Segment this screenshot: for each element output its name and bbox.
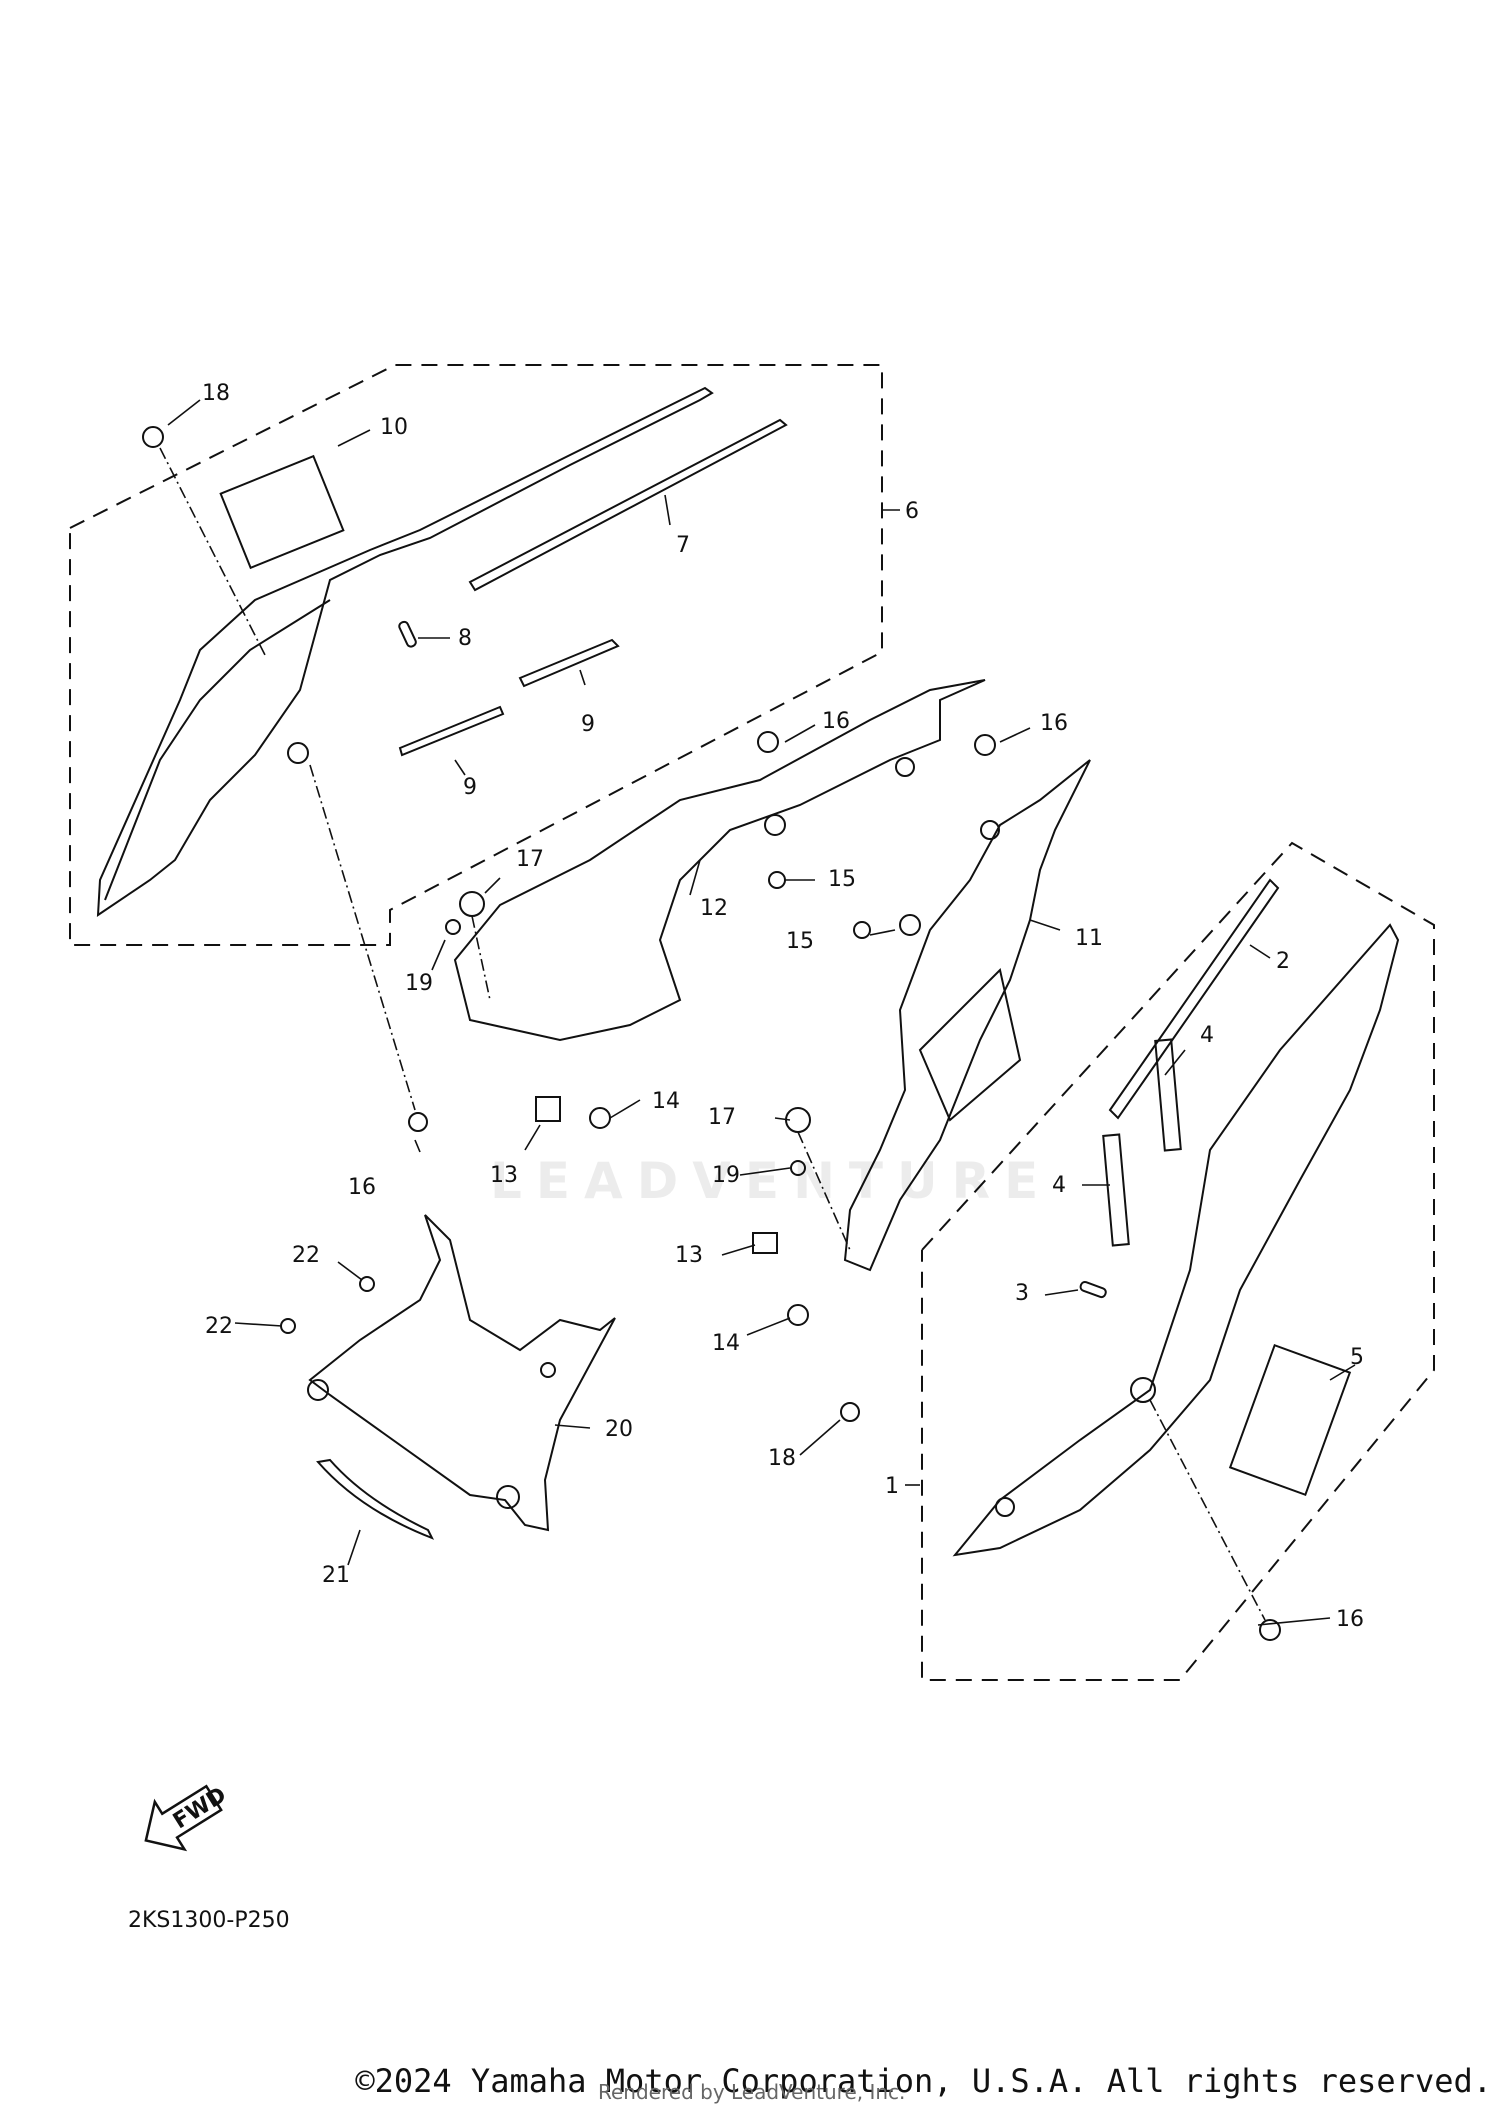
callout-2: 2 (1276, 949, 1290, 974)
panel-11-vent (918, 968, 1022, 1122)
upper-side-cover-inner (104, 599, 331, 901)
callout-15: 15 (828, 867, 856, 892)
callout-14: 14 (652, 1089, 680, 1114)
under-panel-20 (308, 1214, 616, 1532)
copyright-notice: ©2024 Yamaha Motor Corporation, U.S.A. A… (355, 2062, 1492, 2100)
callout-22: 22 (292, 1243, 320, 1268)
callout-9: 9 (581, 712, 595, 737)
callout-8: 8 (458, 626, 472, 651)
stripe-4a (1154, 1038, 1182, 1152)
grommet (980, 820, 1000, 840)
callout-17: 17 (516, 847, 544, 872)
callout-13: 13 (675, 1243, 703, 1268)
callout-16: 16 (348, 1175, 376, 1200)
grommet (1130, 1377, 1156, 1403)
fwd-arrow-icon: FWD (144, 1783, 231, 1852)
bolt-17-a (459, 891, 485, 917)
grommet (287, 742, 309, 764)
decal-9a (518, 638, 620, 688)
nut-13-b (752, 1232, 778, 1254)
callout-5: 5 (1350, 1345, 1364, 1370)
callout-18: 18 (202, 381, 230, 406)
screw-19-b (790, 1160, 806, 1176)
ohlins-decal-5 (1228, 1343, 1352, 1497)
collar-14-b (787, 1304, 809, 1326)
callout-10: 10 (380, 415, 408, 440)
watermark-text: LEADVENTURE (490, 1152, 1053, 1210)
bolt-22-b (280, 1318, 296, 1334)
upper-side-cover (96, 386, 714, 917)
callout-4: 4 (1200, 1023, 1214, 1048)
callout-3: 3 (1015, 1281, 1029, 1306)
callout-21: 21 (322, 1563, 350, 1588)
bolt-18-lower (840, 1402, 860, 1422)
bolt-16-c (408, 1112, 428, 1132)
callout-9: 9 (463, 775, 477, 800)
callout-1: 1 (885, 1474, 899, 1499)
callout-4: 4 (1052, 1173, 1066, 1198)
panel-11 (843, 759, 1091, 1272)
callout-20: 20 (605, 1417, 633, 1442)
callout-11: 11 (1075, 926, 1103, 951)
callout-7: 7 (676, 533, 690, 558)
callout-19: 19 (405, 971, 433, 996)
callout-16: 16 (822, 709, 850, 734)
rendered-by-text: Rendered by LeadVenture, Inc. (598, 2080, 906, 2104)
grommet (307, 1379, 329, 1401)
grommet (899, 914, 921, 936)
collar-14-a (589, 1107, 611, 1129)
callout-12: 12 (700, 896, 728, 921)
callout-22: 22 (205, 1314, 233, 1339)
callout-6: 6 (905, 499, 919, 524)
decal-10 (219, 454, 345, 570)
clip-8 (398, 620, 417, 648)
trim-21 (316, 1458, 435, 1540)
clip-3 (1079, 1280, 1107, 1299)
lower-cowl-1 (952, 923, 1400, 1557)
callout-17: 17 (708, 1105, 736, 1130)
assembly-boundary-1 (921, 841, 1435, 1681)
callout-16: 16 (1040, 711, 1068, 736)
grommet (496, 1485, 520, 1509)
diagram-code: 2KS1300-P250 (128, 1908, 290, 1933)
grommet (895, 757, 915, 777)
callout-13: 13 (490, 1163, 518, 1188)
grommet (540, 1362, 556, 1378)
decal-9b (398, 705, 505, 757)
grommet (995, 1497, 1015, 1517)
callout-18: 18 (768, 1446, 796, 1471)
stripe-2 (1108, 878, 1280, 1120)
callout-14: 14 (712, 1331, 740, 1356)
stripe-4b (1102, 1133, 1130, 1247)
nut-13-a (535, 1096, 561, 1122)
screw-19-a (445, 919, 461, 935)
nut-15-a (768, 871, 786, 889)
grommet (764, 814, 786, 836)
callout-15: 15 (786, 929, 814, 954)
bolt-18-upper (142, 426, 164, 448)
callout-19: 19 (712, 1163, 740, 1188)
bolt-16-b (974, 734, 996, 756)
callout-16: 16 (1336, 1607, 1364, 1632)
bolt-16-a (757, 731, 779, 753)
stripe-7 (468, 418, 788, 592)
bolt-22-a (359, 1276, 375, 1292)
nut-15-b (853, 921, 871, 939)
panel-12 (453, 679, 986, 1042)
assembly-boundary-6 (69, 364, 883, 946)
